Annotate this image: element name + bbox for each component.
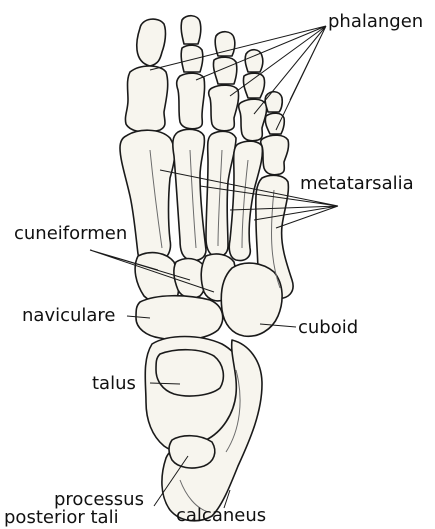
label-cuboid: cuboid — [298, 318, 358, 338]
metatarsal-2 — [173, 129, 206, 260]
toe5-proximal-phalanx — [261, 135, 289, 175]
toe3-middle-phalanx — [213, 57, 236, 84]
metatarsal-1 — [120, 130, 175, 263]
toe2-middle-phalanx — [181, 45, 203, 72]
label-posterior-tali: posterior tali — [4, 508, 119, 528]
phalangen-leader-lines — [150, 26, 326, 130]
toe4-proximal-phalanx — [239, 99, 267, 141]
toe5-middle-phalanx — [265, 113, 284, 134]
toe2-proximal-phalanx — [177, 73, 205, 129]
toe1-distal-phalanx — [137, 19, 166, 66]
toe4-middle-phalanx — [243, 73, 264, 98]
toe1-proximal-phalanx — [125, 66, 167, 132]
label-cuneiformen: cuneiformen — [14, 224, 127, 244]
label-naviculare: naviculare — [22, 306, 116, 326]
label-metatarsalia: metatarsalia — [300, 174, 414, 194]
toe3-proximal-phalanx — [209, 85, 239, 131]
label-phalangen: phalangen — [328, 12, 423, 32]
label-talus: talus — [92, 374, 136, 394]
toe3-distal-phalanx — [215, 32, 235, 56]
toe2-distal-phalanx — [181, 16, 201, 44]
toe5-distal-phalanx — [265, 92, 282, 112]
processus-posterior-tali-bone — [169, 436, 215, 468]
label-calcaneus: calcaneus — [176, 506, 266, 526]
talus-head — [156, 350, 223, 396]
